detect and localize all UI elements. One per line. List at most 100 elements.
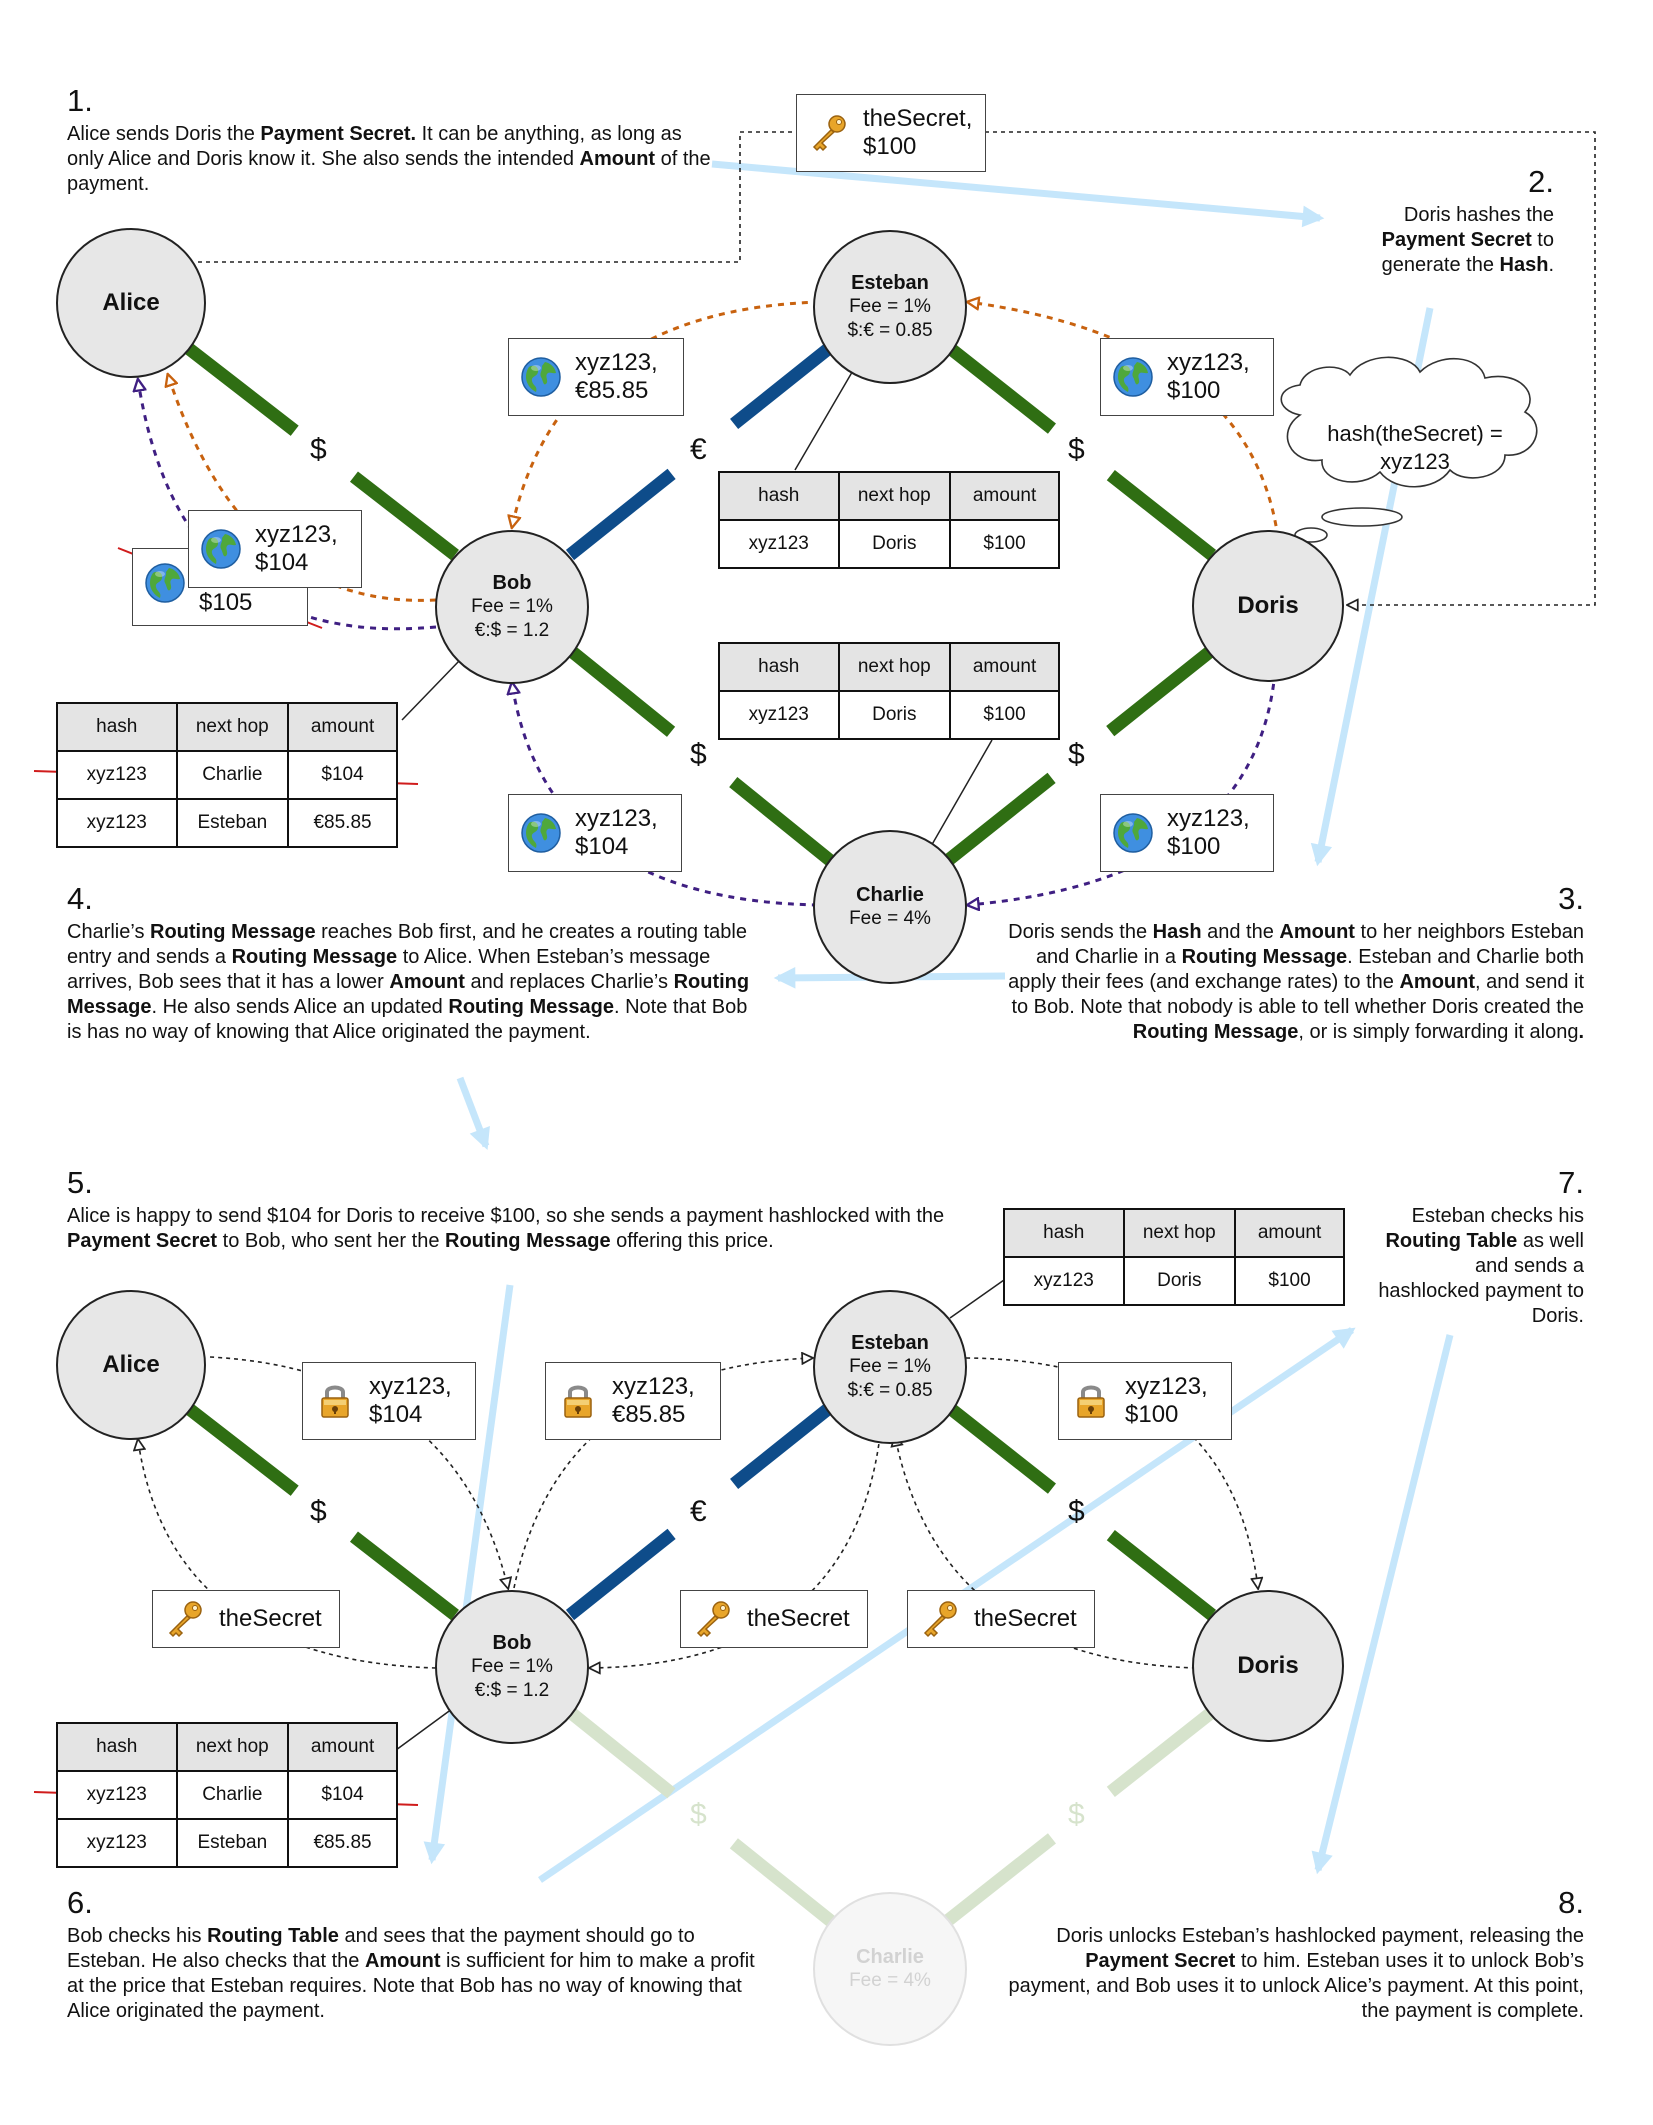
text-run: to him. Esteban uses it to unlock Bob’s … xyxy=(1008,1950,1584,2022)
text-run: Doris sends the xyxy=(1008,921,1153,943)
bold-term: Routing Message xyxy=(445,1230,611,1252)
table-cell: $104 xyxy=(287,1770,398,1820)
column-header: amount xyxy=(1234,1208,1345,1258)
step-number: 2. xyxy=(1528,164,1554,199)
table-cell: $100 xyxy=(1234,1256,1345,1306)
currency-bob-charlie-bottom: $ xyxy=(690,1798,707,1831)
currency-charlie-doris-bottom: $ xyxy=(1068,1798,1085,1831)
node-fee: Fee = 1% xyxy=(471,1656,553,1677)
column-header: hash xyxy=(56,1722,178,1772)
globe-icon xyxy=(199,527,243,571)
table-cell: €85.85 xyxy=(287,1818,398,1868)
node-doris-bottom: Doris xyxy=(1192,1590,1344,1742)
node-rate: $:€ = 0.85 xyxy=(847,320,933,341)
currency-esteban-doris-bottom: $ xyxy=(1068,1495,1085,1528)
column-header: hash xyxy=(1003,1208,1125,1258)
message-line2: $104 xyxy=(369,1401,423,1428)
bold-term: Payment Secret. xyxy=(260,123,417,145)
message-line1: xyz123, xyxy=(612,1373,695,1400)
node-fee: Fee = 1% xyxy=(471,596,553,617)
text-run: . Esteban and Charlie both apply their f… xyxy=(1008,946,1584,993)
esteban-table-link-bottom xyxy=(949,1279,1005,1319)
secret-path-alice-doris xyxy=(198,131,1596,605)
globe-icon xyxy=(1111,355,1155,399)
table-cell: Doris xyxy=(1122,1256,1237,1306)
table-cell: Charlie xyxy=(175,750,290,800)
channel-charlie-doris-top xyxy=(941,644,1217,868)
channel-esteban-doris-top xyxy=(941,339,1217,561)
charlie-table-link-top xyxy=(929,739,993,849)
globe-icon xyxy=(143,561,187,605)
step-5-text: Alice is happy to send $104 for Doris to… xyxy=(67,1205,944,1252)
step-6-text: Bob checks his Routing Table and sees th… xyxy=(67,1925,755,2022)
route-bob-alice-orange xyxy=(168,375,437,602)
table-cell: Doris xyxy=(837,519,952,569)
secret-release-bob-alice: theSecret xyxy=(152,1590,340,1648)
message-line1: xyz123, xyxy=(1167,805,1250,832)
route-doris-esteban-top xyxy=(968,302,1280,539)
text-run: to her neighbors Esteban and Charlie in … xyxy=(1035,921,1584,968)
table-cell: Charlie xyxy=(175,1770,290,1820)
table-cell: xyz123 xyxy=(718,519,840,569)
route-charlie-bob-top xyxy=(512,683,819,907)
bottom-table-links xyxy=(395,1279,1005,1751)
node-bob-bottom: Bob Fee = 1% €:$ = 1.2 xyxy=(435,1590,589,1744)
step-4: 4. Charlie’s Routing Message reaches Bob… xyxy=(67,880,753,1045)
step-6: 6. Bob checks his Routing Table and sees… xyxy=(67,1884,757,2024)
text-run: and sees that the payment should go to E… xyxy=(67,1925,695,1972)
lock-icon xyxy=(556,1379,600,1423)
text-run: Bob checks his xyxy=(67,1925,208,1947)
secret-release-esteban-bob: theSecret xyxy=(680,1590,868,1648)
key-icon xyxy=(918,1597,962,1641)
secret-esteban-bob xyxy=(590,1435,881,1668)
routing-message-doris-charlie: xyz123,$100 xyxy=(1100,794,1274,872)
table-cell: xyz123 xyxy=(56,1818,178,1868)
step-number: 5. xyxy=(67,1165,93,1200)
flow-arrow-7-8 xyxy=(1311,1334,1454,1875)
top-channels xyxy=(184,339,1217,868)
text-run: to generate the xyxy=(1381,229,1554,276)
bold-term: Payment Secret xyxy=(1085,1950,1236,1972)
step-5: 5. Alice is happy to send $104 for Doris… xyxy=(67,1164,977,1254)
table-cell: Doris xyxy=(837,690,952,740)
secret-text: theSecret xyxy=(219,1605,322,1632)
bold-term: Routing Message xyxy=(1132,1021,1299,1043)
route-doris-charlie-top xyxy=(968,671,1277,905)
message-line1: xyz123, xyxy=(1167,349,1250,376)
locked-payment-bob-esteban: xyz123,€85.85 xyxy=(545,1362,721,1440)
node-alice-top: Alice xyxy=(56,228,206,378)
text-run: as well and sends a hashlocked payment t… xyxy=(1378,1230,1584,1327)
secret-text: theSecret xyxy=(974,1605,1077,1632)
step-3: 3. Doris sends the Hash and the Amount t… xyxy=(1000,880,1584,1045)
locked-payment-alice-bob: xyz123,$104 xyxy=(302,1362,476,1440)
currency-alice-bob-bottom: $ xyxy=(310,1495,327,1528)
bold-term: Hash xyxy=(1499,254,1549,276)
channel-bob-charlie-bottom xyxy=(565,1706,837,1928)
message-text: xyz123,$104 xyxy=(369,1373,452,1429)
text-run: . He also sends Alice an updated xyxy=(151,996,449,1018)
column-header: next hop xyxy=(175,702,290,752)
node-fee: Fee = 4% xyxy=(849,1970,931,1991)
bold-term: Payment Secret xyxy=(1381,229,1532,251)
bold-term: Amount xyxy=(389,971,465,993)
message-text: xyz123,$104 xyxy=(255,521,338,577)
bottom-channels xyxy=(184,1399,1217,1928)
bold-term: Hash xyxy=(1152,921,1202,943)
routing-message-esteban-bob: xyz123,€85.85 xyxy=(508,338,684,416)
locked-payment-esteban-doris: xyz123,$100 xyxy=(1058,1362,1232,1440)
table-cell: xyz123 xyxy=(1003,1256,1125,1306)
table-cell: xyz123 xyxy=(56,1770,178,1820)
column-header: amount xyxy=(949,642,1060,692)
message-line1: xyz123, xyxy=(575,805,658,832)
bold-term: Routing Table xyxy=(1385,1230,1518,1252)
key-icon xyxy=(163,1597,207,1641)
text-run: to Bob, who sent her the xyxy=(217,1230,445,1252)
